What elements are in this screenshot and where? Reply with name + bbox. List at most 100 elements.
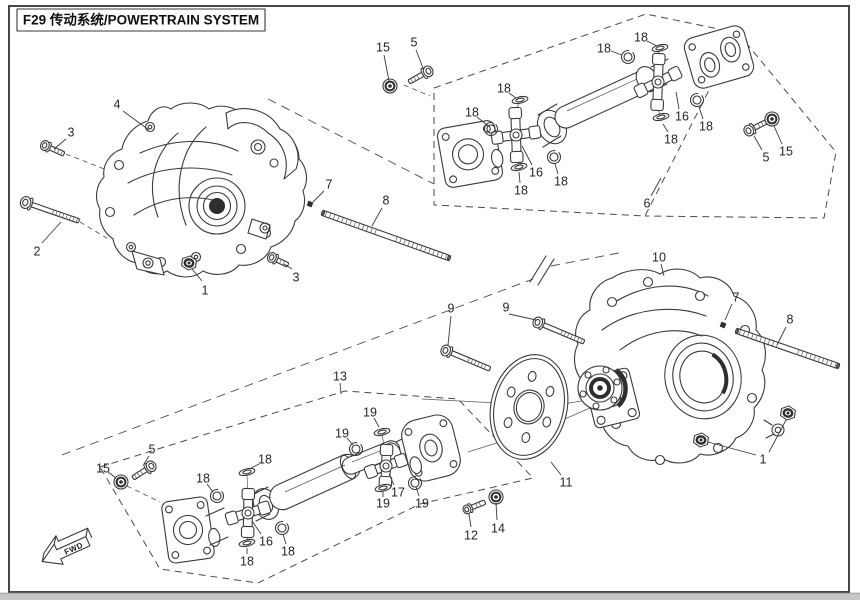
output-flange-yoke bbox=[683, 25, 755, 89]
thrust-washer bbox=[651, 43, 669, 53]
callout-13: 13 bbox=[333, 370, 347, 395]
bottom-bracket bbox=[131, 250, 165, 276]
rear-bore bbox=[664, 334, 742, 420]
callout-number: 18 bbox=[554, 175, 568, 189]
callout-15: 15 bbox=[773, 125, 793, 159]
group-boxes bbox=[61, 13, 837, 584]
hex-nut bbox=[181, 255, 197, 271]
circlip bbox=[483, 121, 499, 137]
callout-18: 18 bbox=[250, 453, 272, 469]
callout-6: 6 bbox=[644, 177, 662, 211]
callout-number: 9 bbox=[448, 302, 455, 316]
callout-18: 18 bbox=[698, 106, 713, 134]
callout-18: 18 bbox=[281, 533, 295, 559]
bolt bbox=[440, 344, 491, 372]
thrust-washer bbox=[238, 538, 256, 548]
flat-washer bbox=[488, 489, 504, 505]
callout-number: 9 bbox=[503, 301, 510, 315]
callout-7: 7 bbox=[312, 178, 333, 203]
page-title: F29 传动系统/POWERTRAIN SYSTEM bbox=[23, 12, 259, 28]
callout-number: 18 bbox=[597, 42, 611, 56]
callout-number: 5 bbox=[763, 151, 770, 165]
callout-number: 10 bbox=[652, 251, 666, 265]
rear-propshaft-group-box bbox=[99, 390, 534, 584]
front-propshaft-group-box bbox=[433, 13, 739, 217]
callout-number: 18 bbox=[514, 184, 528, 198]
callout-number: 18 bbox=[196, 472, 210, 486]
callout-17: 17 bbox=[388, 473, 405, 500]
thrust-washer bbox=[652, 112, 670, 122]
alignment-centerline bbox=[61, 251, 625, 456]
callout-number: 18 bbox=[699, 120, 713, 134]
callout-number: 15 bbox=[376, 41, 390, 55]
callout-number: 4 bbox=[114, 98, 121, 112]
callout-5: 5 bbox=[753, 135, 770, 165]
arrow-face bbox=[41, 536, 91, 565]
callout-18: 18 bbox=[662, 123, 678, 147]
callout-number: 7 bbox=[326, 178, 333, 192]
brake-disc bbox=[489, 354, 569, 460]
callout-number: 2 bbox=[34, 245, 41, 259]
callout-15: 15 bbox=[96, 462, 117, 479]
scan-edge-strip bbox=[0, 594, 860, 600]
callout-18: 18 bbox=[597, 42, 623, 56]
callout-3: 3 bbox=[53, 126, 75, 150]
callout-number: 19 bbox=[335, 427, 349, 441]
callout-19: 19 bbox=[415, 486, 429, 511]
breather-pin bbox=[306, 200, 314, 208]
callout-number: 5 bbox=[149, 443, 156, 457]
callout-number: 5 bbox=[411, 36, 418, 50]
fwd-direction-marker: FWD bbox=[41, 527, 93, 565]
arrow-3d-back bbox=[41, 527, 93, 563]
callout-number: 17 bbox=[391, 486, 405, 500]
callout-number: 1 bbox=[760, 453, 767, 467]
bolt bbox=[532, 316, 585, 345]
callout-number: 8 bbox=[787, 313, 794, 327]
output-bore-ring bbox=[188, 177, 246, 235]
flat-washer bbox=[764, 111, 780, 127]
callout-18: 18 bbox=[465, 106, 488, 126]
thrust-washer bbox=[510, 162, 528, 172]
front-propeller-shaft-assembly bbox=[436, 25, 755, 188]
callout-number: 6 bbox=[644, 197, 651, 211]
splined-shaft bbox=[734, 327, 841, 370]
callout-15: 15 bbox=[376, 41, 390, 82]
hex-nut bbox=[780, 405, 796, 421]
callout-12: 12 bbox=[464, 513, 478, 543]
callout-number: 19 bbox=[376, 497, 390, 511]
callout-number: 15 bbox=[779, 145, 793, 159]
bolt bbox=[743, 118, 770, 137]
callout-8: 8 bbox=[371, 194, 390, 227]
breather-pin bbox=[719, 321, 727, 329]
callout-19: 19 bbox=[376, 492, 390, 511]
callout-18: 18 bbox=[554, 163, 568, 189]
callout-2: 2 bbox=[34, 221, 62, 259]
circlip bbox=[689, 92, 705, 108]
callout-number: 19 bbox=[363, 406, 377, 420]
thrust-washer bbox=[511, 95, 529, 105]
input-flange bbox=[436, 120, 504, 188]
flat-washer bbox=[382, 78, 398, 94]
callout-9: 9 bbox=[503, 301, 537, 321]
splined-shaft bbox=[320, 209, 452, 262]
page-border bbox=[8, 5, 850, 593]
output-flange bbox=[401, 414, 461, 482]
callout-number: 18 bbox=[664, 133, 678, 147]
thrust-washer bbox=[374, 483, 392, 493]
thrust-washer bbox=[373, 427, 391, 437]
callout-18: 18 bbox=[196, 472, 214, 493]
bolt bbox=[266, 252, 290, 268]
group-connector-line bbox=[267, 98, 435, 185]
bolt bbox=[19, 196, 80, 224]
bolt bbox=[407, 65, 434, 85]
callout-1: 1 bbox=[707, 419, 787, 467]
wheel-hub bbox=[577, 365, 628, 411]
callout-number: 18 bbox=[240, 555, 254, 569]
circlip bbox=[209, 488, 225, 504]
callout-number: 19 bbox=[415, 497, 429, 511]
callout-16: 16 bbox=[251, 520, 273, 549]
callout-number: 15 bbox=[96, 462, 110, 476]
callout-4: 4 bbox=[114, 98, 150, 131]
